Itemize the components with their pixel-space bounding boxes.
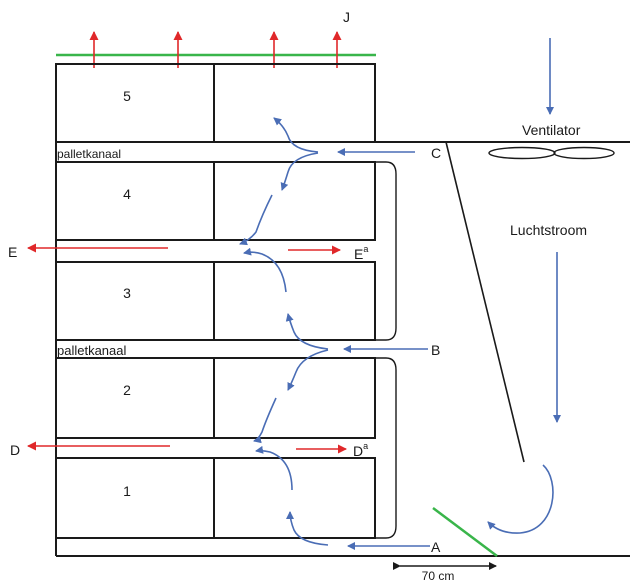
- label-A: A: [431, 539, 441, 555]
- pallet-channel-label-upper: palletkanaal: [57, 147, 121, 161]
- layer-3: [55, 261, 376, 341]
- layer-1-number: 1: [123, 483, 131, 499]
- label-C: C: [431, 145, 441, 161]
- turning-flow-arrow: [487, 464, 554, 534]
- flow-B-up: [285, 313, 329, 350]
- ventilator-label: Ventilator: [522, 122, 581, 138]
- flow-A-up: [286, 511, 329, 546]
- label-J: J: [343, 9, 350, 25]
- label-D-a-base: D: [353, 443, 363, 459]
- layer-4: [55, 161, 376, 241]
- label-E-a: Ea: [354, 244, 368, 262]
- layer-4-number: 4: [123, 186, 131, 202]
- layer-3-number: 3: [123, 285, 131, 301]
- flow-layer2-down: [253, 397, 277, 444]
- side-exhaust-arrows: [27, 243, 347, 454]
- dimension-label: 70 cm: [422, 569, 455, 583]
- layer-1: [55, 457, 376, 539]
- flow-B-down: [287, 349, 329, 391]
- bracket-upper: [376, 161, 397, 341]
- label-D: D: [10, 442, 20, 458]
- flow-C-down: [280, 152, 319, 191]
- bracket-lower: [376, 357, 397, 539]
- flow-layer3-up: [243, 247, 287, 293]
- label-B: B: [431, 342, 440, 358]
- airflow-label: Luchtstroom: [510, 222, 587, 238]
- flow-layer1-up: [255, 445, 293, 491]
- fan-icon-2: [553, 146, 615, 160]
- label-E: E: [8, 244, 17, 260]
- airflow-arrows: [239, 38, 561, 550]
- layer-5: [55, 63, 376, 143]
- fan-icon-1: [488, 146, 556, 160]
- label-E-a-sup: a: [363, 244, 368, 254]
- bottom-seal-flap: [432, 507, 498, 557]
- layer-5-number: 5: [123, 88, 131, 104]
- layer-2-number: 2: [123, 382, 131, 398]
- label-D-a: Da: [353, 441, 368, 459]
- flow-C-up: [273, 117, 319, 153]
- top-exhaust-arrows: [89, 31, 342, 68]
- label-D-a-sup: a: [363, 441, 368, 451]
- flow-layer4-down: [239, 194, 273, 246]
- layer-2: [55, 357, 376, 439]
- air-guide-diagonal: [445, 141, 525, 463]
- room-structure: [56, 141, 630, 557]
- pallet-channel-label-lower: palletkanaal: [57, 343, 126, 358]
- label-E-a-base: E: [354, 246, 363, 262]
- pallet-stack: [55, 63, 376, 556]
